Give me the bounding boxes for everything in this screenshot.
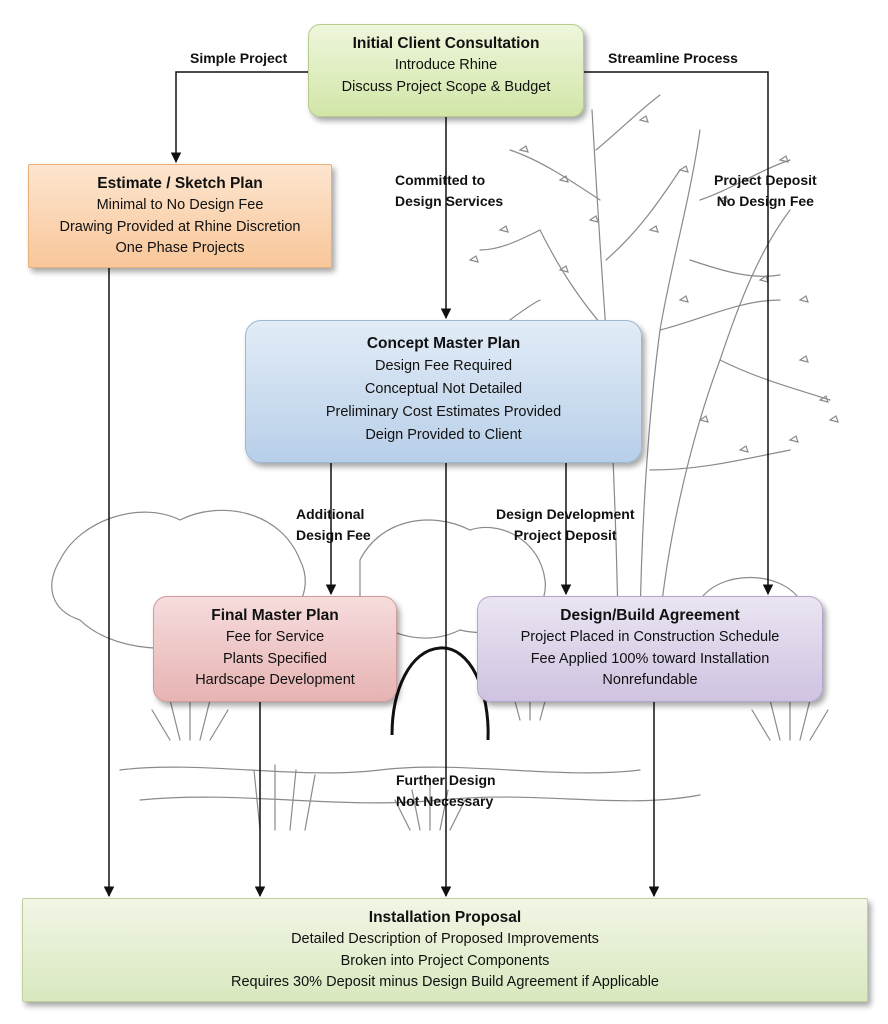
edge-label-line: Committed to <box>395 172 486 188</box>
edge-label-line: Project Deposit <box>513 527 617 543</box>
edge-label-further-design: Further Design Not Necessary <box>396 770 496 812</box>
node-title: Installation Proposal <box>368 909 522 926</box>
node-line: Broken into Project Components <box>340 952 550 969</box>
edge-label-line: Further Design <box>396 772 496 788</box>
node-line: Detailed Description of Proposed Improve… <box>291 931 599 947</box>
node-line: Nonrefundable <box>602 672 698 688</box>
node-design-build-agreement: Design/Build Agreement Project Placed in… <box>477 596 823 702</box>
node-line: Project Placed in Construction Schedule <box>520 629 780 645</box>
node-line: Deign Provided to Client <box>365 427 522 443</box>
node-line: Introduce Rhine <box>394 57 498 73</box>
node-line: Drawing Provided at Rhine Discretion <box>59 218 301 235</box>
node-estimate-sketch-plan: Estimate / Sketch Plan Minimal to No Des… <box>28 164 332 268</box>
edge-label-design-development: Design Development Project Deposit <box>496 504 634 546</box>
node-line: Requires 30% Deposit minus Design Build … <box>231 974 659 990</box>
edge-label-simple-project: Simple Project <box>190 50 288 66</box>
node-line: Fee for Service <box>225 629 325 645</box>
node-line: Fee Applied 100% toward Installation <box>530 650 770 667</box>
edge-label-line: No Design Fee <box>716 193 814 209</box>
node-line: Preliminary Cost Estimates Provided <box>325 404 562 420</box>
edge-label-project-deposit: Project Deposit No Design Fee <box>714 170 817 212</box>
edge-label-committed: Committed to Design Services <box>395 170 503 212</box>
edge-label-line: Design Fee <box>296 527 371 543</box>
edge-label-additional-fee: Additional Design Fee <box>296 504 371 546</box>
node-title: Estimate / Sketch Plan <box>97 175 263 192</box>
node-line: Hardscape Development <box>195 672 355 688</box>
edge-label-streamline-process: Streamline Process <box>608 50 738 66</box>
edge-label-line: Not Necessary <box>396 793 494 809</box>
node-final-master-plan: Final Master Plan Fee for Service Plants… <box>153 596 397 702</box>
node-title: Final Master Plan <box>211 607 339 624</box>
edge-label-line: Additional <box>296 506 365 522</box>
edge-consult-to-estimate <box>170 71 308 164</box>
node-line: Minimal to No Design Fee <box>96 197 264 213</box>
node-title: Design/Build Agreement <box>560 607 740 624</box>
edge-consult-to-designbuild <box>584 71 774 596</box>
node-line: Design Fee Required <box>374 358 513 374</box>
node-concept-master-plan: Concept Master Plan Design Fee Required … <box>245 320 642 463</box>
node-initial-consultation: Initial Client Consultation Introduce Rh… <box>308 24 584 117</box>
node-line: Plants Specified <box>223 650 327 667</box>
node-title: Concept Master Plan <box>366 335 521 352</box>
edge-label-line: Design Development <box>496 506 635 522</box>
edge-label-line: Project Deposit <box>714 172 817 188</box>
node-line: Discuss Project Scope & Budget <box>341 78 551 95</box>
node-line: Conceptual Not Detailed <box>364 381 523 397</box>
edge-label-line: Design Services <box>395 193 504 209</box>
node-line: One Phase Projects <box>115 240 245 256</box>
node-installation-proposal: Installation Proposal Detailed Descripti… <box>22 898 868 1002</box>
node-title: Initial Client Consultation <box>352 35 540 52</box>
